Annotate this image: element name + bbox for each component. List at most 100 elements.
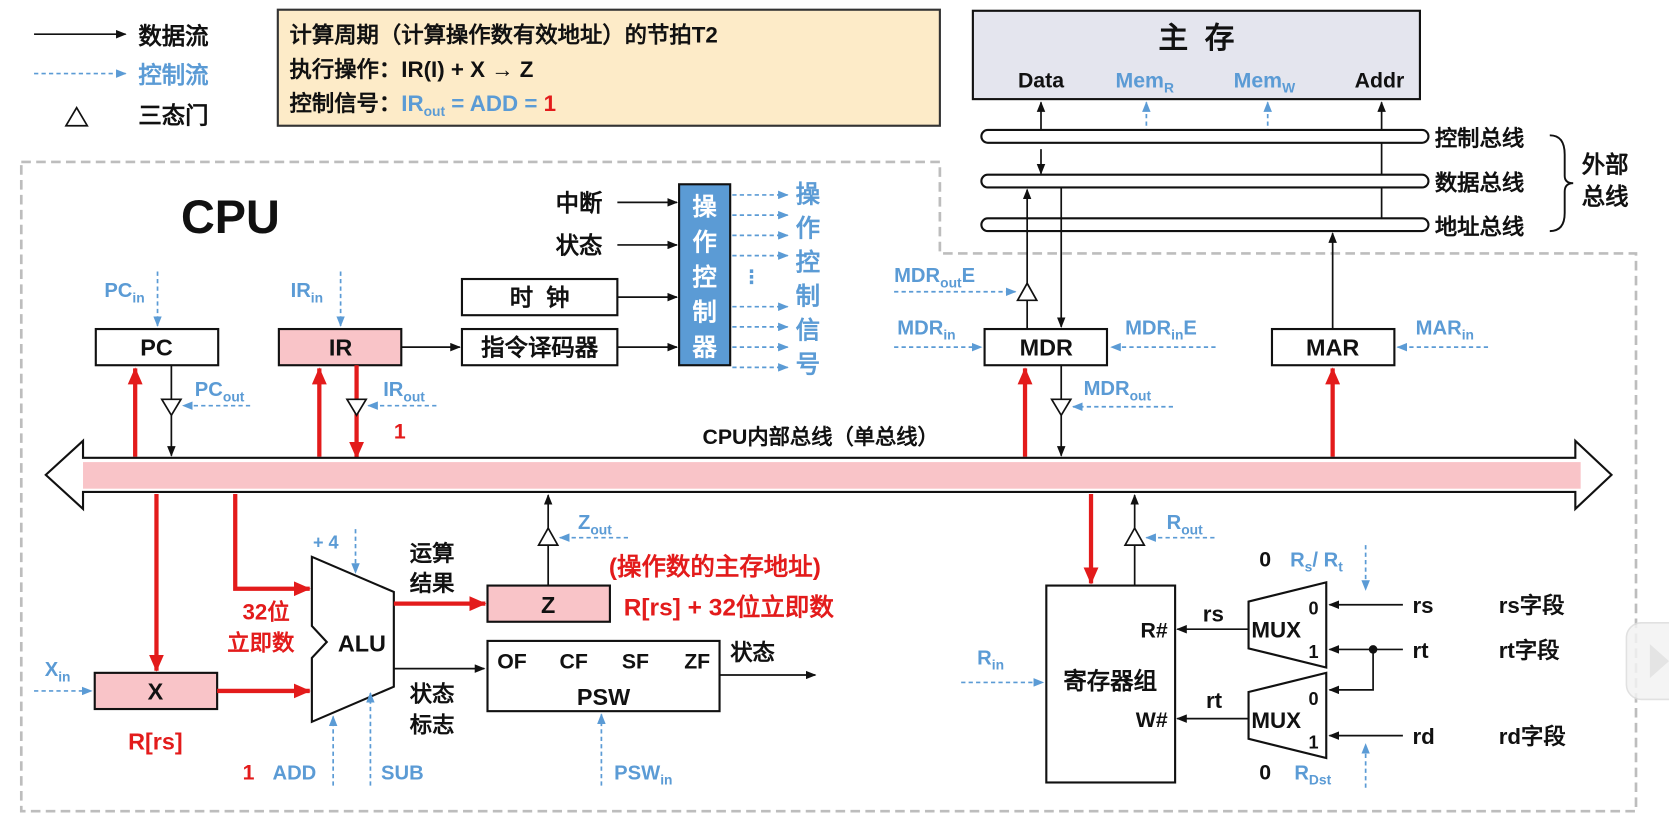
- z-annotation-1: (操作数的主存地址): [609, 552, 821, 581]
- mux-bottom-in1: 1: [1308, 732, 1318, 752]
- flag-of: OF: [497, 650, 527, 674]
- pc-out-gate-icon: [160, 398, 183, 417]
- mux-bottom-ctrl-value: 0: [1259, 760, 1271, 784]
- mux-top-label: MUX: [1251, 618, 1301, 643]
- mux-bottom-in0: 0: [1308, 689, 1318, 709]
- mux-bottom-shape: [1247, 671, 1328, 760]
- psw-box: [486, 639, 721, 713]
- mdr-out-gate-icon: [1050, 398, 1073, 417]
- field-rd: rd: [1412, 724, 1434, 749]
- ir-register: IRin IR IRout 1: [277, 271, 461, 459]
- main-memory-box: [971, 9, 1421, 101]
- mdr-in-label: MDRin: [897, 317, 955, 342]
- main-memory: 主 存 Data MemR MemW Addr: [971, 9, 1421, 101]
- video-play-icon[interactable]: [1625, 622, 1669, 701]
- control-signal-char: 信: [796, 317, 820, 345]
- imm-label-2: 立即数: [227, 629, 295, 655]
- mar-register: MAR MARin: [1270, 232, 1489, 457]
- interrupt-input-label: 中断: [556, 189, 603, 216]
- mdr-register: MDRoutE MDRin MDR MDRinE MDRout: [894, 187, 1216, 457]
- mdr-in-e-label: MDRinE: [1125, 317, 1197, 342]
- alu-result-label-2: 结果: [410, 571, 455, 596]
- internal-bus-label: CPU内部总线（单总线）: [703, 424, 939, 449]
- mux-top-ctrl-label: Rs/ Rt: [1290, 549, 1343, 574]
- external-bus-group-1: 外部: [1582, 151, 1629, 178]
- alu-label: ALU: [338, 631, 386, 657]
- controller-box: [678, 183, 732, 367]
- mux-top-shape: [1247, 581, 1328, 669]
- x-label: X: [148, 678, 164, 704]
- ir-out-label: IRout: [383, 379, 425, 404]
- control-signal-char: 操: [796, 180, 821, 208]
- external-bus-group-2: 总线: [1582, 183, 1629, 210]
- x-content-label: R[rs]: [128, 728, 183, 754]
- controller-char: 作: [692, 228, 716, 256]
- pc-in-label: PCin: [104, 280, 144, 305]
- psw-status-out-label: 状态: [730, 639, 775, 665]
- psw-label: PSW: [577, 684, 631, 710]
- r-out-gate-icon: [1123, 526, 1146, 546]
- pc-label: PC: [140, 335, 173, 361]
- controller-char: 控: [692, 263, 717, 291]
- control-signal-char: 号: [796, 351, 820, 379]
- z-label: Z: [541, 592, 555, 618]
- external-buses: 控制总线 数据总线 地址总线 外部 总线: [980, 125, 1629, 239]
- info-line-2: 执行操作：IR(I) + X → Z: [290, 56, 534, 82]
- mux-bottom: MUX 0 1 0 RDst: [1247, 671, 1370, 788]
- clock-box: [460, 277, 619, 317]
- status-input-label: 状态: [556, 231, 603, 258]
- z-out-label: Zout: [578, 512, 612, 537]
- tristate-gate-icon: [64, 105, 89, 127]
- psw-register: OF CF SF ZF PSW 状态 PSWin: [486, 639, 817, 788]
- mar-box: [1270, 327, 1396, 367]
- ellipsis: ⋮: [742, 267, 761, 288]
- info-line-3: 控制信号：IRout = ADD = 1: [290, 90, 557, 119]
- flag-cf: CF: [560, 650, 588, 674]
- field-rs-label: rs字段: [1499, 592, 1565, 618]
- field-rd-label: rd字段: [1499, 723, 1567, 749]
- x-box: [93, 671, 219, 711]
- add-value: 1: [243, 760, 255, 784]
- r-out-label: Rout: [1167, 512, 1204, 537]
- mux-top-in0: 0: [1308, 598, 1318, 618]
- z-register: Z Zout (操作数的主存地址) R[rs] + 32位立即数: [486, 494, 834, 623]
- x-register: Xin X R[rs]: [34, 494, 311, 754]
- cpu-boundary: [19, 160, 1638, 813]
- instruction-decoder-label: 指令译码器: [481, 334, 599, 361]
- r-in-label: Rin: [977, 647, 1004, 672]
- controller-char: 器: [691, 335, 717, 362]
- main-memory-title: 主 存: [1158, 22, 1234, 55]
- mux-top-ctrl-value: 0: [1259, 547, 1271, 571]
- field-rt: rt: [1412, 638, 1429, 663]
- mem-port-addr: Addr: [1355, 68, 1405, 92]
- legend: 数据流 控制流 三态门: [34, 23, 209, 129]
- internal-bus-fill: [83, 462, 1581, 489]
- info-box-bg: [276, 8, 941, 127]
- mux-top-in1: 1: [1308, 642, 1318, 662]
- controller-char: 操: [692, 193, 717, 221]
- ir-label: IR: [329, 335, 353, 361]
- legend-data-flow: 数据流: [138, 23, 208, 49]
- address-bus: [980, 217, 1430, 233]
- mem-port-data: Data: [1018, 68, 1064, 92]
- mux-bottom-label: MUX: [1251, 708, 1301, 733]
- imm-label-1: 32位: [243, 599, 290, 625]
- ir-out-value: 1: [394, 420, 406, 444]
- clock-label: 时 钟: [510, 285, 570, 311]
- mdr-out-label: MDRout: [1084, 378, 1152, 403]
- field-rt-label: rt字段: [1499, 637, 1560, 663]
- write-port-label: W#: [1136, 708, 1168, 732]
- mar-label: MAR: [1306, 335, 1359, 361]
- pc-box: [94, 327, 220, 367]
- ir-box: [277, 327, 403, 367]
- alu-shape: [310, 555, 395, 724]
- psw-in-label: PSWin: [614, 762, 672, 787]
- control-signal-char: 制: [796, 283, 820, 311]
- control-bus-label: 控制总线: [1435, 125, 1524, 151]
- pc-out-label: PCout: [195, 379, 245, 404]
- mar-in-label: MARin: [1416, 317, 1474, 342]
- z-out-gate-icon: [537, 526, 560, 546]
- instruction-fields: rs rt rd rs字段 rt字段 rd字段: [1328, 592, 1567, 749]
- mdr-out-e-gate-icon: [1016, 281, 1039, 302]
- alu: 32位 立即数 ALU + 4 1 ADD SUB 运算 结果 状态 标志: [227, 494, 487, 786]
